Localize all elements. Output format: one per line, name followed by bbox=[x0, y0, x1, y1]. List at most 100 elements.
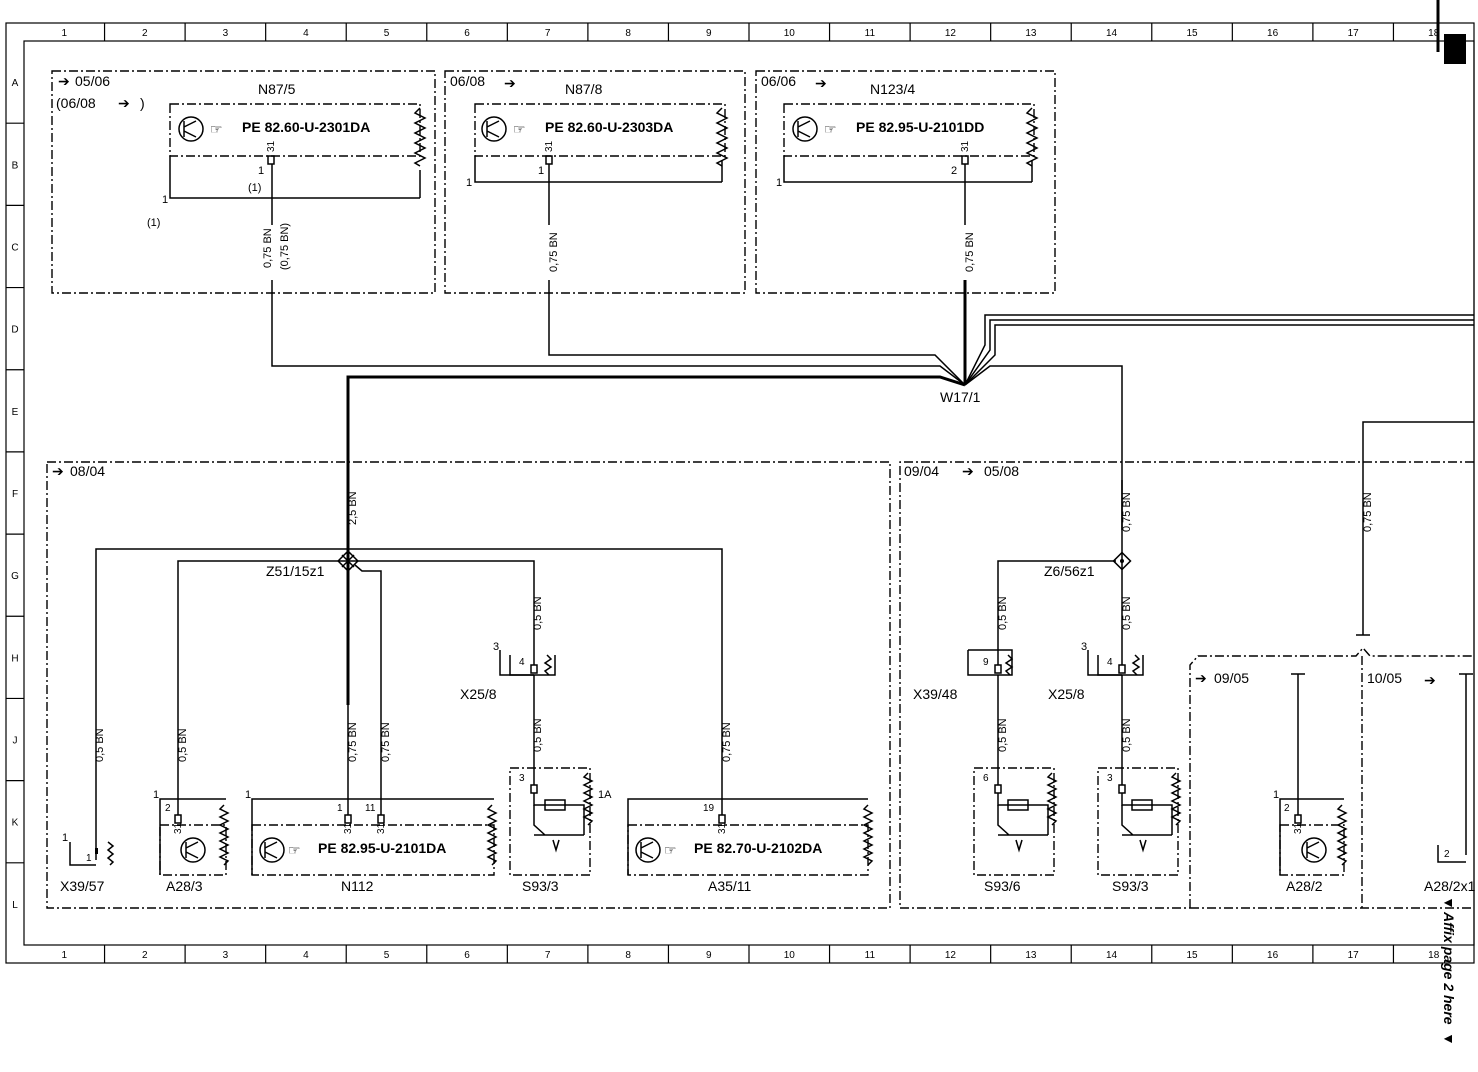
switch-circuit bbox=[533, 793, 585, 835]
grid-column-label: 9 bbox=[706, 28, 712, 39]
resistor-icon bbox=[1131, 799, 1153, 811]
connector-zigzag bbox=[1004, 654, 1014, 676]
pin-31: 31 bbox=[544, 140, 555, 152]
component-name: A28/3 bbox=[166, 878, 203, 894]
resistor-icon bbox=[1007, 799, 1029, 811]
grid-column-label: 2 bbox=[142, 28, 148, 39]
wire-label-alt: (0,75 BN) bbox=[279, 223, 291, 270]
bus-wire bbox=[997, 560, 1116, 580]
pin-1: 1 bbox=[258, 165, 264, 177]
pin-label: 4 bbox=[1107, 657, 1113, 668]
pin-31: 31 bbox=[960, 140, 971, 152]
connector-outline bbox=[499, 650, 534, 676]
module-outline bbox=[251, 798, 494, 875]
hand-pointer-icon: ☞ bbox=[210, 121, 223, 137]
wire-label: 0,75 BN bbox=[548, 232, 560, 272]
date-arrow-icon: ➔ bbox=[58, 73, 70, 89]
grid-row-label: F bbox=[12, 489, 18, 500]
transistor-symbol bbox=[183, 120, 197, 138]
grid-row-label: L bbox=[12, 900, 18, 911]
wire-label: 0,75 BN bbox=[1362, 492, 1374, 532]
connector-outline bbox=[1097, 655, 1144, 676]
pin-connector bbox=[1118, 664, 1126, 674]
grid-column-label: 7 bbox=[545, 950, 551, 961]
box-frame bbox=[51, 70, 436, 294]
splice-icon bbox=[1112, 551, 1132, 571]
switch-icon bbox=[533, 805, 584, 836]
grid-column-label: 17 bbox=[1348, 950, 1360, 961]
pin-label: 3 bbox=[1107, 773, 1113, 784]
pin-31: 31 bbox=[173, 822, 184, 834]
pin-label: 4 bbox=[519, 657, 525, 668]
component-name: X25/8 bbox=[460, 686, 497, 702]
box-frame bbox=[444, 70, 746, 294]
switch-frame bbox=[509, 767, 591, 876]
component-name: X39/48 bbox=[913, 686, 958, 702]
pin-connector bbox=[1294, 814, 1302, 824]
grid-column-label: 3 bbox=[223, 950, 229, 961]
component-name: A28/2x1 bbox=[1424, 878, 1476, 894]
date-arrow-icon: ➔ bbox=[962, 463, 974, 479]
transistor-symbol bbox=[1306, 841, 1320, 859]
grid-column-label: 3 bbox=[223, 28, 229, 39]
bus-wire bbox=[354, 564, 382, 815]
date-from: 05/06 bbox=[75, 73, 110, 89]
pin-left: 3 bbox=[493, 641, 499, 653]
component-name: N87/5 bbox=[258, 81, 296, 97]
pin-label: 1 bbox=[62, 832, 68, 844]
left-pin: 1 bbox=[776, 177, 782, 189]
switch-zigzag bbox=[1170, 772, 1182, 826]
bus-wire bbox=[95, 548, 723, 860]
pin-31: 31 bbox=[1293, 822, 1304, 834]
pin-label: 11 bbox=[365, 803, 376, 814]
pin-31: 31 bbox=[266, 140, 277, 152]
pe-reference: PE 82.60-U-2303DA bbox=[545, 119, 673, 135]
transistor-icon bbox=[178, 116, 204, 142]
component-name: X39/57 bbox=[60, 878, 105, 894]
module-zigzag bbox=[715, 107, 729, 167]
module-zigzag bbox=[862, 804, 874, 866]
far-right-group: 0,75 BN ➔ 09/05 1 2 31 A28/2 10/05 ➔ 2 A… bbox=[1189, 421, 1476, 909]
left-pin-alt: (1) bbox=[147, 217, 160, 229]
grid-column-label: 14 bbox=[1106, 950, 1118, 961]
module-frame bbox=[627, 824, 869, 876]
date-from: 06/08 bbox=[450, 73, 485, 89]
transistor-symbol bbox=[640, 841, 654, 859]
harness-wire bbox=[964, 324, 1474, 386]
grid-column-label: 16 bbox=[1267, 28, 1279, 39]
pin-connector bbox=[1118, 784, 1126, 794]
date-arrow-icon: ➔ bbox=[815, 75, 827, 91]
pin-label: 9 bbox=[983, 657, 989, 668]
date-arrow-icon: ➔ bbox=[1195, 670, 1207, 686]
date-arrow-icon: ➔ bbox=[1424, 672, 1436, 688]
switch-contact bbox=[1139, 839, 1147, 853]
wire-label: 0,5 BN bbox=[997, 718, 1009, 752]
grid-column-label: 10 bbox=[784, 28, 796, 39]
component-name: N112 bbox=[341, 878, 374, 894]
affix-text: Affix page 2 here bbox=[1441, 911, 1457, 1025]
grid-row-label: E bbox=[12, 407, 19, 418]
component-name: X25/8 bbox=[1048, 686, 1085, 702]
ground-line bbox=[783, 156, 1032, 183]
harness-wire bbox=[964, 365, 1123, 530]
grid-row-label: J bbox=[13, 736, 18, 747]
left-group: ➔ 08/04 2,5 BN Z51/15z1 0,5 BN 1 1 X39/5… bbox=[46, 461, 891, 909]
wire-label: 0,5 BN bbox=[1121, 718, 1133, 752]
pin-left: 3 bbox=[1081, 641, 1087, 653]
grid-column-label: 13 bbox=[1025, 28, 1037, 39]
switch-circuit bbox=[997, 793, 1049, 835]
grid-column-label: 1 bbox=[61, 28, 67, 39]
connector-outline bbox=[509, 655, 556, 676]
pin-31: 31 bbox=[343, 822, 354, 834]
grid-column-label: 12 bbox=[945, 950, 957, 961]
component-name: S93/6 bbox=[984, 878, 1021, 894]
pin-connector bbox=[344, 814, 352, 824]
module-frame bbox=[251, 824, 495, 876]
wire-label: 0,75 BN bbox=[262, 228, 274, 268]
pin-connector bbox=[530, 784, 538, 794]
splice-name: Z6/56z1 bbox=[1044, 563, 1095, 579]
pin-label: 2 bbox=[1284, 803, 1290, 814]
pin-label: 2 bbox=[165, 803, 171, 814]
module-zigzag bbox=[218, 804, 230, 866]
